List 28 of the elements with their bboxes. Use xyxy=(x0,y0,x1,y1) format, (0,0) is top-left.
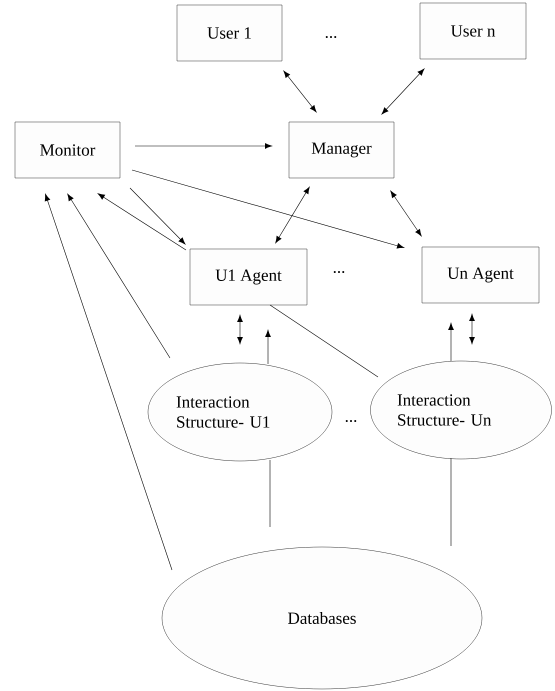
arrow xyxy=(265,330,271,364)
process-box: Un Agent xyxy=(422,246,540,304)
ellipse-node: Interaction Structure- Un xyxy=(370,360,552,460)
arrow xyxy=(134,143,272,149)
arrow xyxy=(382,68,424,114)
process-box: User 1 xyxy=(176,4,282,62)
ellipse-node: Interaction Structure- U1 xyxy=(148,362,332,462)
arrow xyxy=(237,314,243,344)
process-box: Monitor xyxy=(14,122,120,178)
arrow xyxy=(469,314,475,344)
ellipsis-label: ... xyxy=(346,420,356,422)
process-box: U1 Agent xyxy=(190,248,308,306)
line xyxy=(450,458,452,546)
arrow xyxy=(283,70,317,112)
arrow xyxy=(448,322,454,362)
arrow xyxy=(390,190,422,236)
arrow xyxy=(44,194,172,570)
arrow xyxy=(98,193,186,250)
ellipsis-label: ... xyxy=(334,270,344,273)
process-box: Manager xyxy=(288,122,394,178)
line xyxy=(270,304,378,378)
arrow xyxy=(67,194,170,358)
process-box: User n xyxy=(420,2,526,60)
arrow xyxy=(132,170,404,249)
ellipse-node: Databases xyxy=(162,546,482,690)
ellipsis-label: ... xyxy=(326,36,336,38)
arrow xyxy=(275,186,310,244)
arrow xyxy=(130,188,186,244)
